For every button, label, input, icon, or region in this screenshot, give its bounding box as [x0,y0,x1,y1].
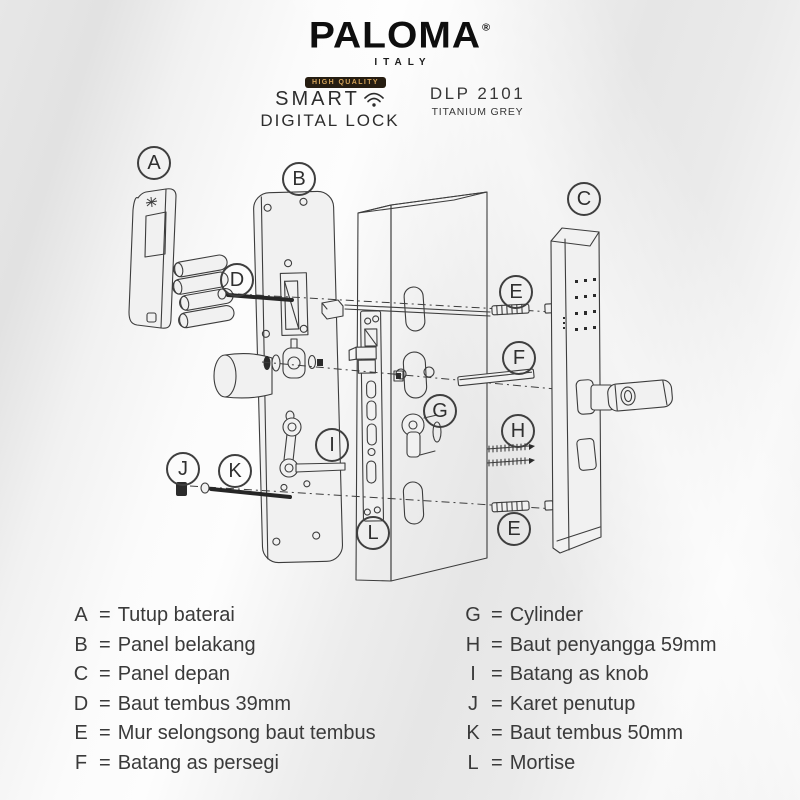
thumbturn-knob [213,353,273,399]
legend-text: Batang as knob [509,663,649,686]
indicator-dots [563,317,565,329]
legend-row: B = Panel belakang [70,631,376,661]
knob-shaft [295,462,346,473]
label-E-bottom: E [497,512,531,546]
legend-text: Mur selongsong baut tembus [117,722,376,745]
legend-equals: = [491,604,503,627]
sleeve-nut-bottom [491,500,554,513]
legend-row: I = Batang as knob [462,660,717,690]
legend-letter: I [470,663,476,686]
legend-letter: G [465,604,481,627]
legend-equals: = [491,692,503,715]
brand-block: PALOMA® ITALY [0,16,800,68]
legend-row: H = Baut penyangga 59mm [462,631,717,661]
legend-letter: D [73,692,89,715]
legend-row: E = Mur selongsong baut tembus [70,719,376,749]
legend-row: J = Karet penutup [462,690,717,720]
model-name: DLP 2101 [429,84,526,103]
brand-country: ITALY [374,57,432,68]
label-D: D [220,263,254,297]
legend-text: Panel depan [117,663,231,686]
legend-text: Cylinder [509,604,584,627]
label-B: B [282,162,316,196]
legend-row: D = Baut tembus 39mm [70,690,376,720]
legend-equals: = [99,633,111,656]
legend-text: Baut penyangga 59mm [509,633,717,656]
model-finish: TITANIUM GREY [431,106,524,118]
legend-equals: = [491,751,503,774]
legend-column-right: G = Cylinder H = Baut penyangga 59mm I = Batan… [462,601,717,779]
legend-row: F = Batang as persegi [70,749,376,779]
legend-row: C = Panel depan [70,660,376,690]
brand-logo: PALOMA® [0,17,800,54]
legend-text: Batang as persegi [117,751,279,774]
legend-row: G = Cylinder [462,601,717,631]
legend-equals: = [99,751,111,774]
legend-letter: A [74,604,88,627]
legend-text: Baut tembus 39mm [117,692,292,715]
legend-text: Karet penutup [509,692,636,715]
legend-letter: E [74,722,88,745]
legend-equals: = [99,722,111,745]
wifi-icon [364,92,384,107]
legend-text: Tutup baterai [117,604,235,627]
legend-equals: = [99,663,111,686]
legend-equals: = [99,604,111,627]
legend-row: L = Mortise [462,749,717,779]
latch-bracket [321,299,344,320]
legend-column-left: A = Tutup baterai B = Panel belakang C = Panel… [70,601,376,778]
door-handle [575,379,673,415]
product-line2: DIGITAL LOCK [260,111,400,130]
legend-text: Baut tembus 50mm [509,722,684,745]
label-A: A [137,146,171,180]
quality-badge: HIGH QUALITY [305,77,386,88]
label-J: J [166,452,200,486]
label-C: C [567,182,601,216]
legend-letter: J [468,692,478,715]
label-L: L [356,516,390,550]
legend-letter: K [466,722,480,745]
label-G: G [423,394,457,428]
label-E-top: E [499,275,533,309]
legend-letter: L [467,751,479,774]
legend-row: A = Tutup baterai [70,601,376,631]
registered-mark: ® [481,21,492,34]
model-block: DLP 2101 TITANIUM GREY [415,84,540,118]
legend-text: Panel belakang [117,633,256,656]
legend-equals: = [491,722,503,745]
legend-text: Mortise [509,751,576,774]
legend-equals: = [491,633,503,656]
support-bolts-59mm [486,443,535,467]
legend-letter: C [73,663,89,686]
battery-cover [128,188,177,329]
legend-letter: H [465,633,481,656]
legend-letter: B [74,633,88,656]
product-line1: SMART [275,88,360,110]
legend-equals: = [99,692,111,715]
label-F: F [502,341,536,375]
mortise-plate [348,310,385,522]
label-H: H [501,414,535,448]
legend-equals: = [491,663,503,686]
legend-letter: F [74,751,88,774]
brand-name: PALOMA [308,15,481,56]
label-I: I [315,428,349,462]
product-title: SMART DIGITAL LOCK [255,88,405,131]
label-K: K [218,454,252,488]
legend-row: K = Baut tembus 50mm [462,719,717,749]
